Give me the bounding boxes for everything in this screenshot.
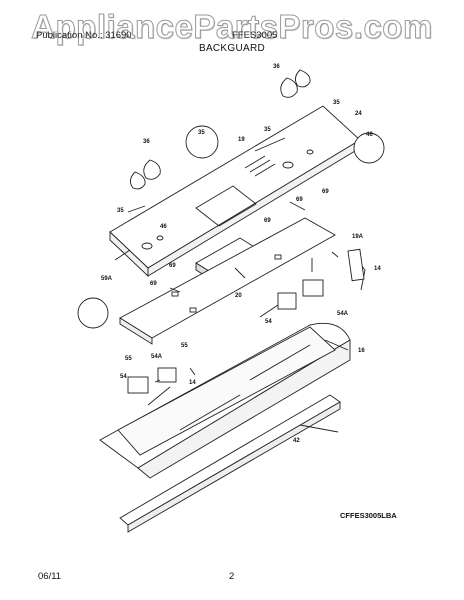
svg-text:35: 35 [264, 127, 271, 133]
svg-text:35: 35 [198, 130, 205, 136]
svg-text:69: 69 [264, 218, 271, 224]
diagram-code: CFFES3005LBA [340, 511, 397, 520]
svg-text:54: 54 [120, 374, 127, 380]
svg-text:55: 55 [181, 343, 188, 349]
main-top [99, 322, 351, 479]
svg-text:36: 36 [273, 64, 280, 70]
svg-text:19A: 19A [352, 234, 364, 240]
publication-number: Publication No.: 31690 [36, 30, 132, 41]
page-number: 2 [229, 571, 235, 582]
knob-group [130, 69, 311, 190]
svg-text:69: 69 [150, 281, 157, 287]
svg-text:69: 69 [322, 189, 329, 195]
model-number: FFES3005 [232, 30, 278, 41]
footer-date: 06/11 [38, 571, 62, 582]
callout-labels: 36 35 24 46 35 19 36 35 35 46 69 69 69 1… [101, 64, 381, 444]
svg-text:35: 35 [117, 208, 124, 214]
svg-text:16: 16 [358, 348, 365, 354]
front-trim [119, 394, 341, 533]
watermark: AppliancePartsPros.com [31, 8, 433, 46]
svg-text:14: 14 [374, 266, 381, 272]
svg-text:46: 46 [160, 224, 167, 230]
mounting-bracket [119, 217, 336, 345]
svg-text:59A: 59A [101, 276, 113, 282]
svg-text:54A: 54A [337, 311, 349, 317]
svg-text:54: 54 [265, 319, 272, 325]
svg-text:55: 55 [125, 356, 132, 362]
section-title: BACKGUARD [198, 43, 266, 54]
svg-text:36: 36 [143, 139, 150, 145]
svg-text:42: 42 [293, 438, 300, 444]
svg-text:19: 19 [238, 137, 245, 143]
svg-text:69: 69 [296, 197, 303, 203]
svg-text:69: 69 [169, 263, 176, 269]
svg-text:24: 24 [355, 111, 362, 117]
svg-text:35: 35 [333, 100, 340, 106]
switch-group [127, 279, 324, 394]
svg-text:14: 14 [189, 380, 196, 386]
svg-text:54A: 54A [151, 354, 163, 360]
svg-text:46: 46 [366, 132, 373, 138]
svg-text:20: 20 [235, 293, 242, 299]
